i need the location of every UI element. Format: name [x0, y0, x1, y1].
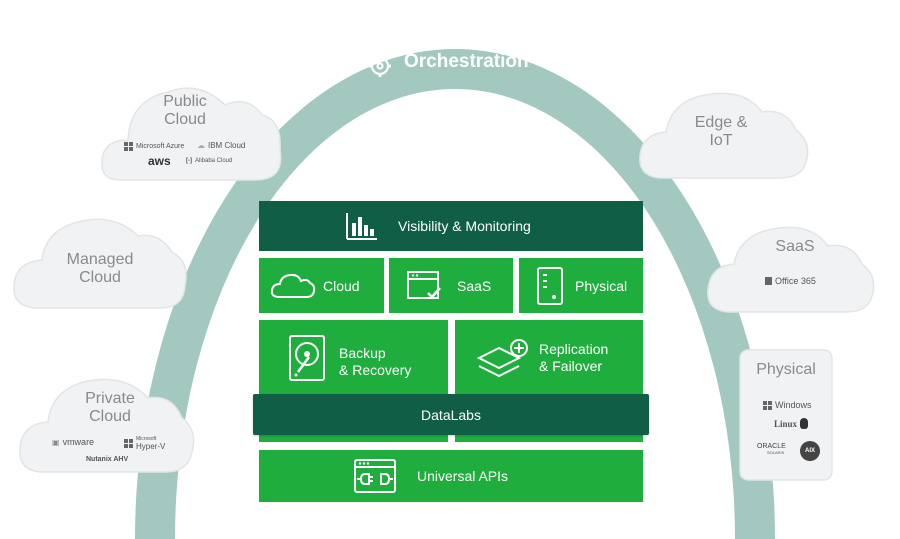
office365-text: Office 365	[775, 276, 816, 286]
api-plug-icon	[354, 459, 396, 493]
nutanix-text: Nutanix AHV	[86, 456, 129, 463]
public-cloud-label: Public Cloud	[150, 93, 220, 129]
aws-logo: aws	[148, 154, 171, 168]
office-icon	[765, 277, 772, 285]
cloud-label: Cloud	[323, 277, 360, 294]
linux-logo: Linux	[774, 418, 809, 429]
replication-label-line1: Replication	[539, 341, 609, 357]
ibm-cloud-logo: ☁ IBM Cloud	[197, 141, 245, 150]
public-cloud-shape	[101, 87, 282, 181]
alibaba-logo: [-] Alibaba Cloud	[186, 158, 232, 164]
visibility-monitoring-tile[interactable]: Visibility & Monitoring	[259, 201, 643, 251]
windows-text: Windows	[775, 400, 812, 410]
replication-label-line2: & Failover	[539, 358, 603, 374]
saas-label: SaaS	[457, 277, 492, 294]
hyperv-text: Hyper-V	[136, 442, 166, 451]
alibaba-icon: [-]	[186, 158, 192, 164]
backup-label-line1: Backup	[339, 345, 386, 361]
orchestration-label: Orchestration	[404, 51, 529, 72]
datalabs-bar[interactable]: DataLabs	[253, 394, 649, 435]
layers-plus-icon	[476, 339, 528, 378]
solaris-text: SOLARIS	[767, 450, 785, 455]
nutanix-logo: Nutanix AHV	[86, 456, 128, 463]
managed-cloud-label-line1: Managed	[66, 251, 134, 268]
bar-chart-icon	[346, 213, 377, 240]
managed-cloud-label-line2: Cloud	[79, 269, 121, 286]
windows-logo: Windows	[763, 400, 812, 410]
vmware-icon: ▣	[52, 437, 60, 447]
managed-cloud-label: Managed Cloud	[60, 251, 140, 287]
physical-card-label: Physical	[756, 361, 816, 378]
public-cloud-label-line1: Public	[163, 93, 207, 110]
oracle-text: ORACLE	[757, 443, 786, 450]
edge-cloud-label-line1: Edge &	[694, 114, 748, 131]
aws-text: aws	[148, 154, 171, 168]
edge-cloud-shape	[639, 92, 809, 179]
aix-text: AIX	[804, 448, 815, 454]
vmware-logo: ▣ vmware	[52, 437, 94, 447]
saas-cloud-shape	[707, 226, 875, 313]
universal-apis-label: Universal APIs	[417, 468, 509, 484]
cloud-tile[interactable]: Cloud	[259, 258, 384, 313]
private-cloud-label: Private Cloud	[75, 390, 145, 426]
windows-icon	[124, 142, 133, 151]
hyperv-vendor-text: Microsoft	[136, 436, 157, 442]
private-cloud-label-line1: Private	[85, 390, 135, 407]
cloud-outline-icon: ☁	[197, 141, 205, 150]
managed-cloud-shape	[13, 218, 187, 309]
visibility-monitoring-label: Visibility & Monitoring	[398, 218, 531, 234]
physical-tile[interactable]: Physical	[519, 258, 643, 313]
edge-cloud-label: Edge & IoT	[686, 114, 756, 150]
public-cloud-label-line2: Cloud	[164, 111, 206, 128]
vmware-text: vmware	[62, 437, 95, 447]
physical-label: Physical	[575, 277, 628, 294]
ibm-cloud-text: IBM Cloud	[208, 141, 246, 150]
datalabs-label: DataLabs	[421, 406, 481, 423]
saas-cloud-label: SaaS	[775, 238, 815, 255]
hyperv-logo: Microsoft Hyper-V	[124, 436, 166, 451]
windows-icon	[763, 400, 772, 410]
alibaba-text: Alibaba Cloud	[195, 158, 233, 164]
office365-logo: Office 365	[765, 276, 816, 286]
edge-cloud-label-line2: IoT	[709, 132, 733, 149]
penguin-icon	[800, 418, 809, 429]
cloud-icon	[270, 273, 316, 298]
azure-text: Microsoft Azure	[136, 143, 185, 150]
browser-check-icon	[407, 270, 441, 299]
windows-icon	[124, 438, 133, 448]
azure-logo: Microsoft Azure	[124, 142, 184, 151]
hard-drive-icon	[289, 335, 325, 381]
server-icon	[537, 266, 563, 305]
private-cloud-shape	[19, 378, 195, 473]
aix-logo: AIX	[800, 441, 820, 461]
universal-apis-tile[interactable]: Universal APIs	[259, 450, 643, 502]
linux-text: Linux	[774, 418, 798, 429]
saas-tile[interactable]: SaaS	[389, 258, 513, 313]
backup-label-line2: & Recovery	[339, 362, 412, 378]
gears-icon	[369, 41, 397, 77]
private-cloud-label-line2: Cloud	[89, 408, 131, 425]
oracle-solaris-logo: ORACLE SOLARIS	[757, 443, 786, 455]
orchestration-header: Orchestration	[368, 40, 529, 80]
